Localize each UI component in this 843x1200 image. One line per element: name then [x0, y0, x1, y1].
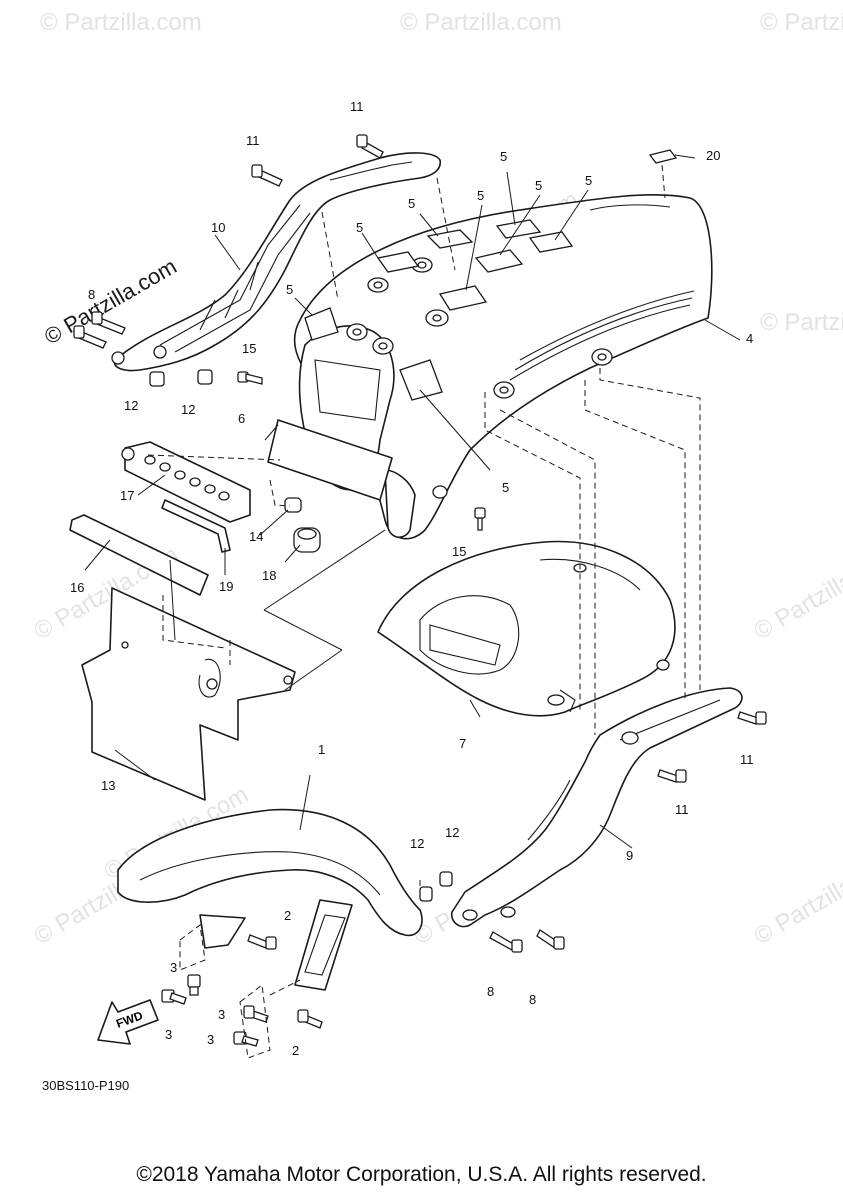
- watermark-text: © Partzilla.com: [40, 9, 202, 36]
- callout-label: 19: [219, 579, 233, 594]
- callout-label: 1: [318, 742, 325, 757]
- watermark-text: © Partzilla.com: [400, 9, 562, 36]
- callout-label: 5: [535, 178, 542, 193]
- collar-part-12[interactable]: [149, 369, 213, 387]
- bolt-part-3[interactable]: [161, 974, 269, 1047]
- callout-label: 18: [262, 568, 276, 583]
- callout-label: 2: [292, 1043, 299, 1058]
- callout-label: 12: [124, 398, 138, 413]
- watermark-text: © Partzilla.com: [760, 9, 843, 36]
- grab-bar-part-10[interactable]: [111, 152, 442, 372]
- band-part-19[interactable]: [161, 499, 231, 553]
- callout-label: 5: [408, 196, 415, 211]
- watermark-text: © Partzilla.com: [750, 541, 843, 645]
- diagram-code: 30BS110-P190: [42, 1078, 129, 1093]
- callout-label: 4: [746, 331, 753, 346]
- bolt-part-8[interactable]: [489, 929, 565, 953]
- callout-label: 20: [706, 148, 720, 163]
- inner-fender-part-7[interactable]: [377, 540, 676, 717]
- damper-part-18[interactable]: [293, 527, 321, 553]
- watermark-text: © Partzilla.com: [750, 846, 843, 950]
- callout-label: 6: [238, 411, 245, 426]
- plate-part-6[interactable]: [267, 419, 393, 501]
- callout-label: 11: [740, 752, 754, 767]
- callout-label: 8: [529, 992, 536, 1007]
- callout-label: 5: [477, 188, 484, 203]
- callout-label: 17: [120, 488, 134, 503]
- callout-labels: 11 11 20 5 5 5 5 5 5 5 5 10 8 4 15 12 12…: [70, 99, 754, 1058]
- callout-label: 8: [487, 984, 494, 999]
- callout-label: 11: [350, 99, 364, 114]
- bolt-part-2[interactable]: [247, 934, 323, 1029]
- damper-part-14[interactable]: [284, 497, 302, 513]
- collar-part-12[interactable]: [419, 871, 453, 902]
- pad-part-16[interactable]: [69, 514, 209, 596]
- leader-lines: [84, 154, 741, 849]
- callout-label: 16: [70, 580, 84, 595]
- assembly-lines: [147, 164, 701, 1059]
- callout-label: 3: [165, 1027, 172, 1042]
- callout-label: 5: [502, 480, 509, 495]
- callout-label: 13: [101, 778, 115, 793]
- callout-label: 2: [284, 908, 291, 923]
- callout-label: 14: [249, 529, 263, 544]
- callout-label: 7: [459, 736, 466, 751]
- callout-label: 8: [88, 287, 95, 302]
- callout-label: 11: [246, 133, 260, 148]
- copyright-notice: ©2018 Yamaha Motor Corporation, U.S.A. A…: [136, 1163, 707, 1186]
- bolt-part-11[interactable]: [657, 711, 767, 783]
- bolt-part-11[interactable]: [251, 134, 384, 187]
- bolt-part-15[interactable]: [237, 371, 486, 531]
- bolt-part-8[interactable]: [73, 311, 126, 349]
- forward-direction-arrow: FWD: [97, 999, 159, 1045]
- callout-label: 9: [626, 848, 633, 863]
- callout-label: 3: [218, 1007, 225, 1022]
- callout-label: 5: [356, 220, 363, 235]
- callout-label: 15: [452, 544, 466, 559]
- callout-label: 12: [445, 825, 459, 840]
- callout-label: 5: [500, 149, 507, 164]
- side-bracket-part-9[interactable]: [450, 687, 743, 928]
- callout-label: 3: [207, 1032, 214, 1047]
- callout-label: 3: [170, 960, 177, 975]
- bracket-part-17[interactable]: [121, 441, 251, 523]
- front-fender-part-1[interactable]: [117, 808, 423, 991]
- watermark-text: © Partzilla.com: [760, 309, 843, 336]
- callout-label: 12: [410, 836, 424, 851]
- callout-label: 12: [181, 402, 195, 417]
- callout-label: 15: [242, 341, 256, 356]
- label-part-20[interactable]: [648, 149, 678, 164]
- callout-label: 5: [585, 173, 592, 188]
- callout-label: 5: [286, 282, 293, 297]
- license-flap-part-13[interactable]: [81, 587, 296, 801]
- callout-label: 11: [675, 802, 689, 817]
- callout-label: 10: [211, 220, 225, 235]
